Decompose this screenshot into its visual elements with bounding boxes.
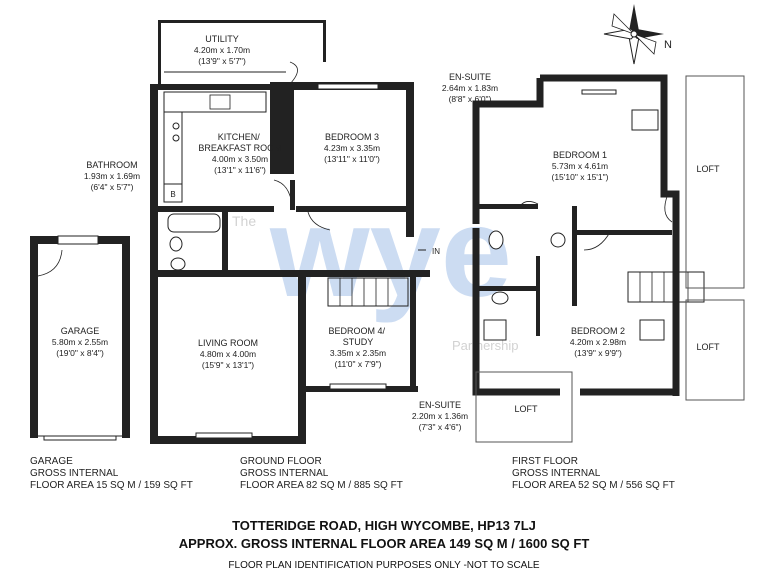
room-dims-ft-garage: (19'0" x 8'4") — [56, 348, 104, 358]
room-name-living-room: LIVING ROOM — [198, 338, 258, 348]
total-floor-area: APPROX. GROSS INTERNAL FLOOR AREA 149 SQ… — [178, 536, 590, 551]
room-dims-garage: 5.80m x 2.55m — [52, 337, 108, 347]
room-name-kitchen-line2: BREAKFAST ROOM — [198, 143, 281, 153]
room-name-bedroom-3: BEDROOM 3 — [325, 132, 379, 142]
garage-walls — [30, 235, 130, 441]
area-ground-floor-type: GROSS INTERNAL — [240, 468, 329, 479]
compass-rose-icon — [603, 4, 664, 65]
room-dims-bedroom-4: 3.35m x 2.35m — [330, 348, 386, 358]
room-name-kitchen: KITCHEN/ BREAKFAST ROOM — [198, 132, 281, 153]
area-first-floor: FIRST FLOOR GROSS INTERNAL FLOOR AREA 52… — [512, 456, 675, 492]
watermark-the: The — [232, 213, 256, 229]
room-dims-ft-en-suite-2: (7'3" x 4'6") — [419, 422, 462, 432]
disclaimer: FLOOR PLAN IDENTIFICATION PURPOSES ONLY … — [228, 560, 540, 571]
loft-label-1: LOFT — [696, 164, 720, 174]
room-name-bedroom-4-line1: BEDROOM 4/ — [328, 326, 385, 336]
room-name-en-suite-1: EN-SUITE — [449, 72, 491, 82]
room-name-bedroom-4-line2: STUDY — [343, 337, 374, 347]
room-dims-ft-bathroom: (6'4" x 5'7") — [91, 182, 134, 192]
area-garage-title: GARAGE — [30, 456, 73, 467]
room-dims-ft-utility: (13'9" x 5'7") — [198, 56, 246, 66]
room-dims-bathroom: 1.93m x 1.69m — [84, 171, 140, 181]
room-name-bedroom-2: BEDROOM 2 — [571, 326, 625, 336]
boiler-label: B — [170, 190, 175, 199]
room-dims-bedroom-1: 5.73m x 4.61m — [552, 161, 608, 171]
first-floor-walls — [472, 74, 745, 443]
entrance-label: IN — [432, 247, 440, 256]
area-garage-value: FLOOR AREA 15 SQ M / 159 SQ FT — [30, 480, 193, 491]
loft-label-3: LOFT — [514, 404, 538, 414]
watermark-partnership: Partnership — [452, 338, 518, 353]
room-dims-utility: 4.20m x 1.70m — [194, 45, 250, 55]
room-dims-en-suite-1: 2.64m x 1.83m — [442, 83, 498, 93]
area-ground-floor-value: FLOOR AREA 82 SQ M / 885 SQ FT — [240, 480, 403, 491]
area-first-floor-value: FLOOR AREA 52 SQ M / 556 SQ FT — [512, 480, 675, 491]
room-dims-ft-en-suite-1: (8'8" x 6'0") — [449, 94, 492, 104]
room-dims-ft-bedroom-4: (11'0" x 7'9") — [335, 359, 382, 369]
ground-floor-walls — [150, 20, 430, 444]
room-name-bedroom-4: BEDROOM 4/ STUDY — [328, 326, 387, 347]
room-labels: UTILITY 4.20m x 1.70m (13'9" x 5'7") KIT… — [52, 34, 720, 432]
room-dims-bedroom-3: 4.23m x 3.35m — [324, 143, 380, 153]
area-first-floor-title: FIRST FLOOR — [512, 456, 578, 467]
room-name-kitchen-line1: KITCHEN/ — [218, 132, 261, 142]
room-dims-en-suite-2: 2.20m x 1.36m — [412, 411, 468, 421]
area-first-floor-type: GROSS INTERNAL — [512, 468, 601, 479]
room-dims-bedroom-2: 4.20m x 2.98m — [570, 337, 626, 347]
loft-label-2: LOFT — [696, 342, 720, 352]
room-name-en-suite-2: EN-SUITE — [419, 400, 461, 410]
room-name-bedroom-1: BEDROOM 1 — [553, 150, 607, 160]
room-name-garage: GARAGE — [61, 326, 100, 336]
room-dims-ft-living-room: (15'9" x 13'1") — [202, 360, 254, 370]
room-dims-ft-bedroom-2: (13'9" x 9'9") — [574, 348, 622, 358]
room-name-bathroom: BATHROOM — [86, 160, 137, 170]
room-name-utility: UTILITY — [205, 34, 239, 44]
room-dims-living-room: 4.80m x 4.00m — [200, 349, 256, 359]
area-ground-floor: GROUND FLOOR GROSS INTERNAL FLOOR AREA 8… — [240, 456, 403, 492]
room-dims-ft-bedroom-1: (15'10" x 15'1") — [551, 172, 608, 182]
area-garage: GARAGE GROSS INTERNAL FLOOR AREA 15 SQ M… — [30, 456, 193, 492]
area-garage-type: GROSS INTERNAL — [30, 468, 119, 479]
area-ground-floor-title: GROUND FLOOR — [240, 456, 322, 467]
watermark: wye The Partnership — [232, 181, 518, 353]
watermark-logo: wye — [269, 181, 512, 324]
room-dims-kitchen: 4.00m x 3.50m — [212, 154, 268, 164]
room-dims-ft-kitchen: (13'1" x 11'6") — [214, 165, 266, 175]
property-address: TOTTERIDGE ROAD, HIGH WYCOMBE, HP13 7LJ — [232, 518, 536, 533]
room-dims-ft-bedroom-3: (13'11" x 11'0") — [324, 154, 380, 164]
compass-north-label: N — [664, 39, 672, 51]
